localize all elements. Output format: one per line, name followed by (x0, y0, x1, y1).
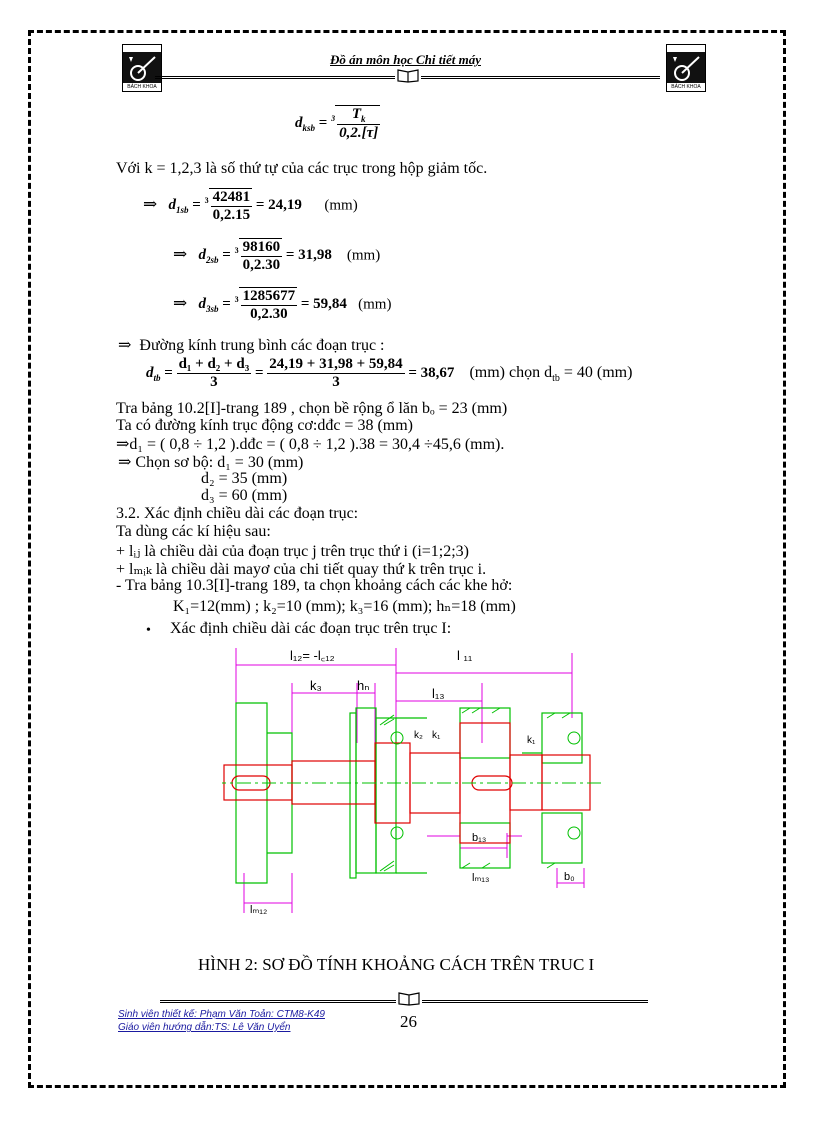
text-line: Xác định chiều dài các đoạn trục trên tr… (170, 620, 452, 637)
label-b0: b₀ (564, 871, 575, 883)
text-line: + lᵢⱼ là chiều dài của đoạn trục j trên … (116, 543, 470, 560)
bearing-circles (390, 731, 581, 840)
footer-credits: Sinh viên thiết kế: Phạm Văn Toản: CTM8-… (118, 1008, 325, 1034)
text-line: Ta có đường kính trục động cơ:dđc = 38 (… (116, 417, 413, 434)
bullet-icon: • (146, 623, 151, 638)
label-l13: l₁₃ (432, 686, 445, 701)
footer-student: Sinh viên thiết kế: Phạm Văn Toản: CTM8-… (118, 1009, 325, 1020)
left-logo: BÁCH KHOA (122, 44, 162, 92)
section-heading: 3.2. Xác định chiều dài các đoạn trục: (116, 505, 359, 522)
footer-teacher: Giáo viên hướng dẫn:TS: Lê Văn Uyển (118, 1022, 291, 1033)
hatching (379, 707, 571, 872)
shaft-diagram: l₁₂= -l꜀₁₂ l ₁₁ k₃ hₙ l₁₃ k₂ k₁ k₁ b₁₃ l… (222, 648, 602, 916)
label-lm12: lₘ₁₂ (250, 904, 267, 916)
logo-caption: BÁCH KHOA (123, 83, 161, 91)
text-line: - Tra bảng 10.3[I]-trang 189, ta chọn kh… (116, 577, 513, 594)
text-line: K₁=12(mm) ; k₂=10 (mm); k₃=16 (mm); hₙ=1… (173, 598, 516, 615)
page-border (28, 30, 786, 1088)
header-title: Đồ án môn học Chi tiết máy (330, 52, 481, 67)
right-logo: BÁCH KHOA (666, 44, 706, 92)
label-hn: hₙ (357, 678, 369, 693)
book-icon (396, 990, 422, 1006)
avg-heading: ⇒ Đường kính trung bình các đoạn trục : (118, 337, 385, 354)
label-k1a: k₁ (432, 730, 441, 741)
label-lm13: lₘ₁₃ (472, 872, 490, 884)
logo-top-text (667, 45, 705, 52)
book-icon (395, 67, 421, 83)
logo-top-text (123, 45, 161, 52)
label-l11: l ₁₁ (457, 648, 473, 663)
label-k1b: k₁ (527, 735, 536, 746)
label-b13: b₁₃ (472, 832, 486, 844)
text-line: d₂ = 35 (mm) (201, 470, 288, 487)
page-number: 26 (400, 1012, 417, 1031)
gear-icon (129, 56, 156, 81)
text-k: Với k = 1,2,3 là số thứ tự của các trục … (116, 160, 488, 177)
text-line: ⇒d₁ = ( 0,8 ÷ 1,2 ).dđc = ( 0,8 ÷ 1,2 ).… (116, 436, 505, 453)
gear-icon (673, 56, 700, 81)
label-k2: k₂ (414, 730, 423, 741)
logo-caption: BÁCH KHOA (667, 83, 705, 91)
label-l12: l₁₂= -l꜀₁₂ (290, 648, 335, 663)
text-line: + lₘᵢₖ là chiều dài mayơ của chi tiết qu… (116, 561, 487, 578)
text-line: Ta dùng các kí hiệu sau: (116, 523, 271, 540)
figure-caption: HÌNH 2: SƠ ĐỒ TÍNH KHOẢNG CÁCH TRÊN TRUC… (198, 955, 595, 974)
text-line: d₃ = 60 (mm) (201, 487, 288, 504)
text-line: ⇒ Chọn sơ bộ: d₁ = 30 (mm) (118, 454, 304, 471)
housing-outline (235, 702, 583, 884)
text-line: Tra bảng 10.2[I]-trang 189 , chọn bề rộn… (116, 400, 508, 417)
label-k3: k₃ (310, 678, 322, 693)
